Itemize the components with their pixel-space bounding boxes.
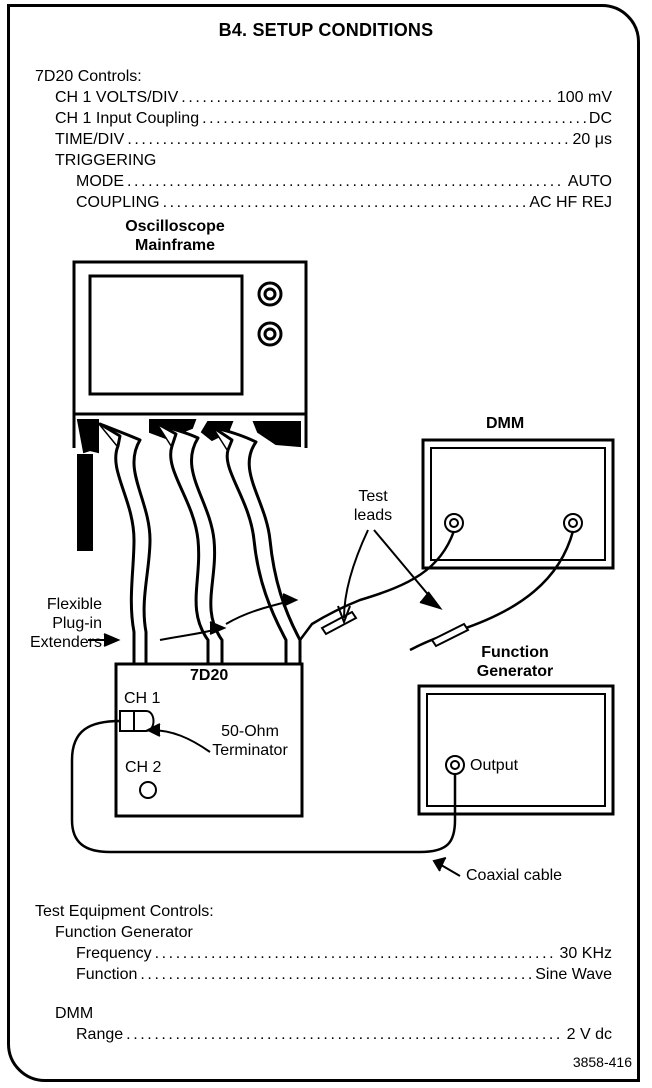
control-input-coupling: CH 1 Input Coupling DC: [55, 110, 612, 128]
triggering-heading: TRIGGERING: [55, 152, 157, 169]
coaxial-cable-label: Coaxial cable: [466, 867, 563, 884]
control-label: Frequency: [76, 945, 152, 962]
control-label: MODE: [76, 173, 124, 190]
leader-dots: [140, 966, 532, 984]
ch2-connector-icon: [139, 781, 157, 799]
mainframe-label-line: Mainframe: [134, 237, 216, 254]
coax-arrow: [432, 857, 461, 877]
control-label: CH 1 Input Coupling: [55, 110, 200, 127]
mainframe-label-line: Oscilloscope: [125, 218, 225, 235]
control-value: 30 KHz: [559, 945, 612, 962]
page-title: B4. SETUP CONDITIONS: [218, 20, 434, 40]
terminator-label-line: Terminator: [212, 742, 288, 759]
control-function: Function Sine Wave: [76, 966, 612, 984]
fg-label-line: Generator: [476, 663, 554, 680]
dmm-instrument: [421, 438, 615, 570]
control-label: TIME/DIV: [55, 131, 125, 148]
control-label: Range: [76, 1026, 124, 1043]
mainframe-label: Oscilloscope Mainframe: [100, 217, 250, 255]
test-leads-label: Test leads: [348, 487, 398, 525]
plugin-7d20-box: [114, 662, 304, 818]
output-label: Output: [470, 757, 519, 774]
control-value: 2 V dc: [566, 1026, 612, 1043]
control-time-div: TIME/DIV 20 μs: [55, 131, 612, 149]
fg-label-line: Function: [481, 644, 549, 661]
control-range: Range 2 V dc: [76, 1026, 612, 1044]
test-leads-line: Test: [358, 488, 388, 505]
coaxial-cable: [70, 719, 457, 854]
control-coupling: COUPLING AC HF REJ: [76, 194, 612, 212]
control-value: AC HF REJ: [529, 194, 612, 211]
control-label: COUPLING: [76, 194, 160, 211]
terminator-label: 50-Ohm Terminator: [200, 722, 300, 760]
flexible-extenders: [98, 422, 302, 666]
function-generator-instrument: [417, 684, 615, 816]
flexible-extenders-label: Flexible Plug-in Extenders: [22, 595, 102, 652]
plug-in-slots: [76, 419, 301, 551]
control-value: DC: [588, 110, 612, 127]
oscilloscope-mainframe: [72, 260, 308, 448]
control-value: Sine Wave: [535, 966, 612, 983]
test-leads: [299, 530, 575, 652]
flex-label-line: Plug-in: [52, 615, 102, 632]
flex-label-line: Extenders: [29, 634, 102, 651]
flex-label-line: Flexible: [46, 596, 102, 613]
plugin-7d20-label: 7D20: [190, 667, 229, 684]
control-value: 100 mV: [556, 89, 612, 106]
control-volts-div: CH 1 VOLTS/DIV 100 mV: [55, 89, 612, 107]
page-frame: [7, 4, 640, 1082]
control-mode: MODE AUTO: [76, 173, 612, 191]
dmm-label: DMM: [486, 415, 525, 432]
function-generator-label: Function Generator: [450, 643, 580, 681]
control-value: 20 μs: [572, 131, 612, 148]
terminator-icon: [119, 710, 155, 732]
terminator-label-line: 50-Ohm: [221, 723, 279, 740]
terminator-arrow: [145, 723, 211, 753]
test-equipment-heading: Test Equipment Controls:: [35, 903, 214, 920]
figure-number: 3858-416: [572, 1054, 632, 1070]
control-frequency: Frequency 30 KHz: [76, 945, 612, 963]
control-value: AUTO: [567, 173, 612, 190]
test-leads-line: leads: [353, 507, 393, 524]
leader-dots: [155, 945, 557, 963]
ch2-label: CH 2: [125, 759, 162, 776]
leader-dots: [126, 1026, 563, 1044]
controls-heading: 7D20 Controls:: [35, 68, 142, 85]
control-label: CH 1 VOLTS/DIV: [55, 89, 179, 106]
control-label: Function: [76, 966, 138, 983]
extender-arrows: [88, 593, 299, 647]
dmm-controls-heading: DMM: [55, 1005, 94, 1022]
ch1-label: CH 1: [124, 690, 161, 707]
test-leads-arrows: [337, 529, 443, 625]
fg-controls-heading: Function Generator: [55, 924, 193, 941]
